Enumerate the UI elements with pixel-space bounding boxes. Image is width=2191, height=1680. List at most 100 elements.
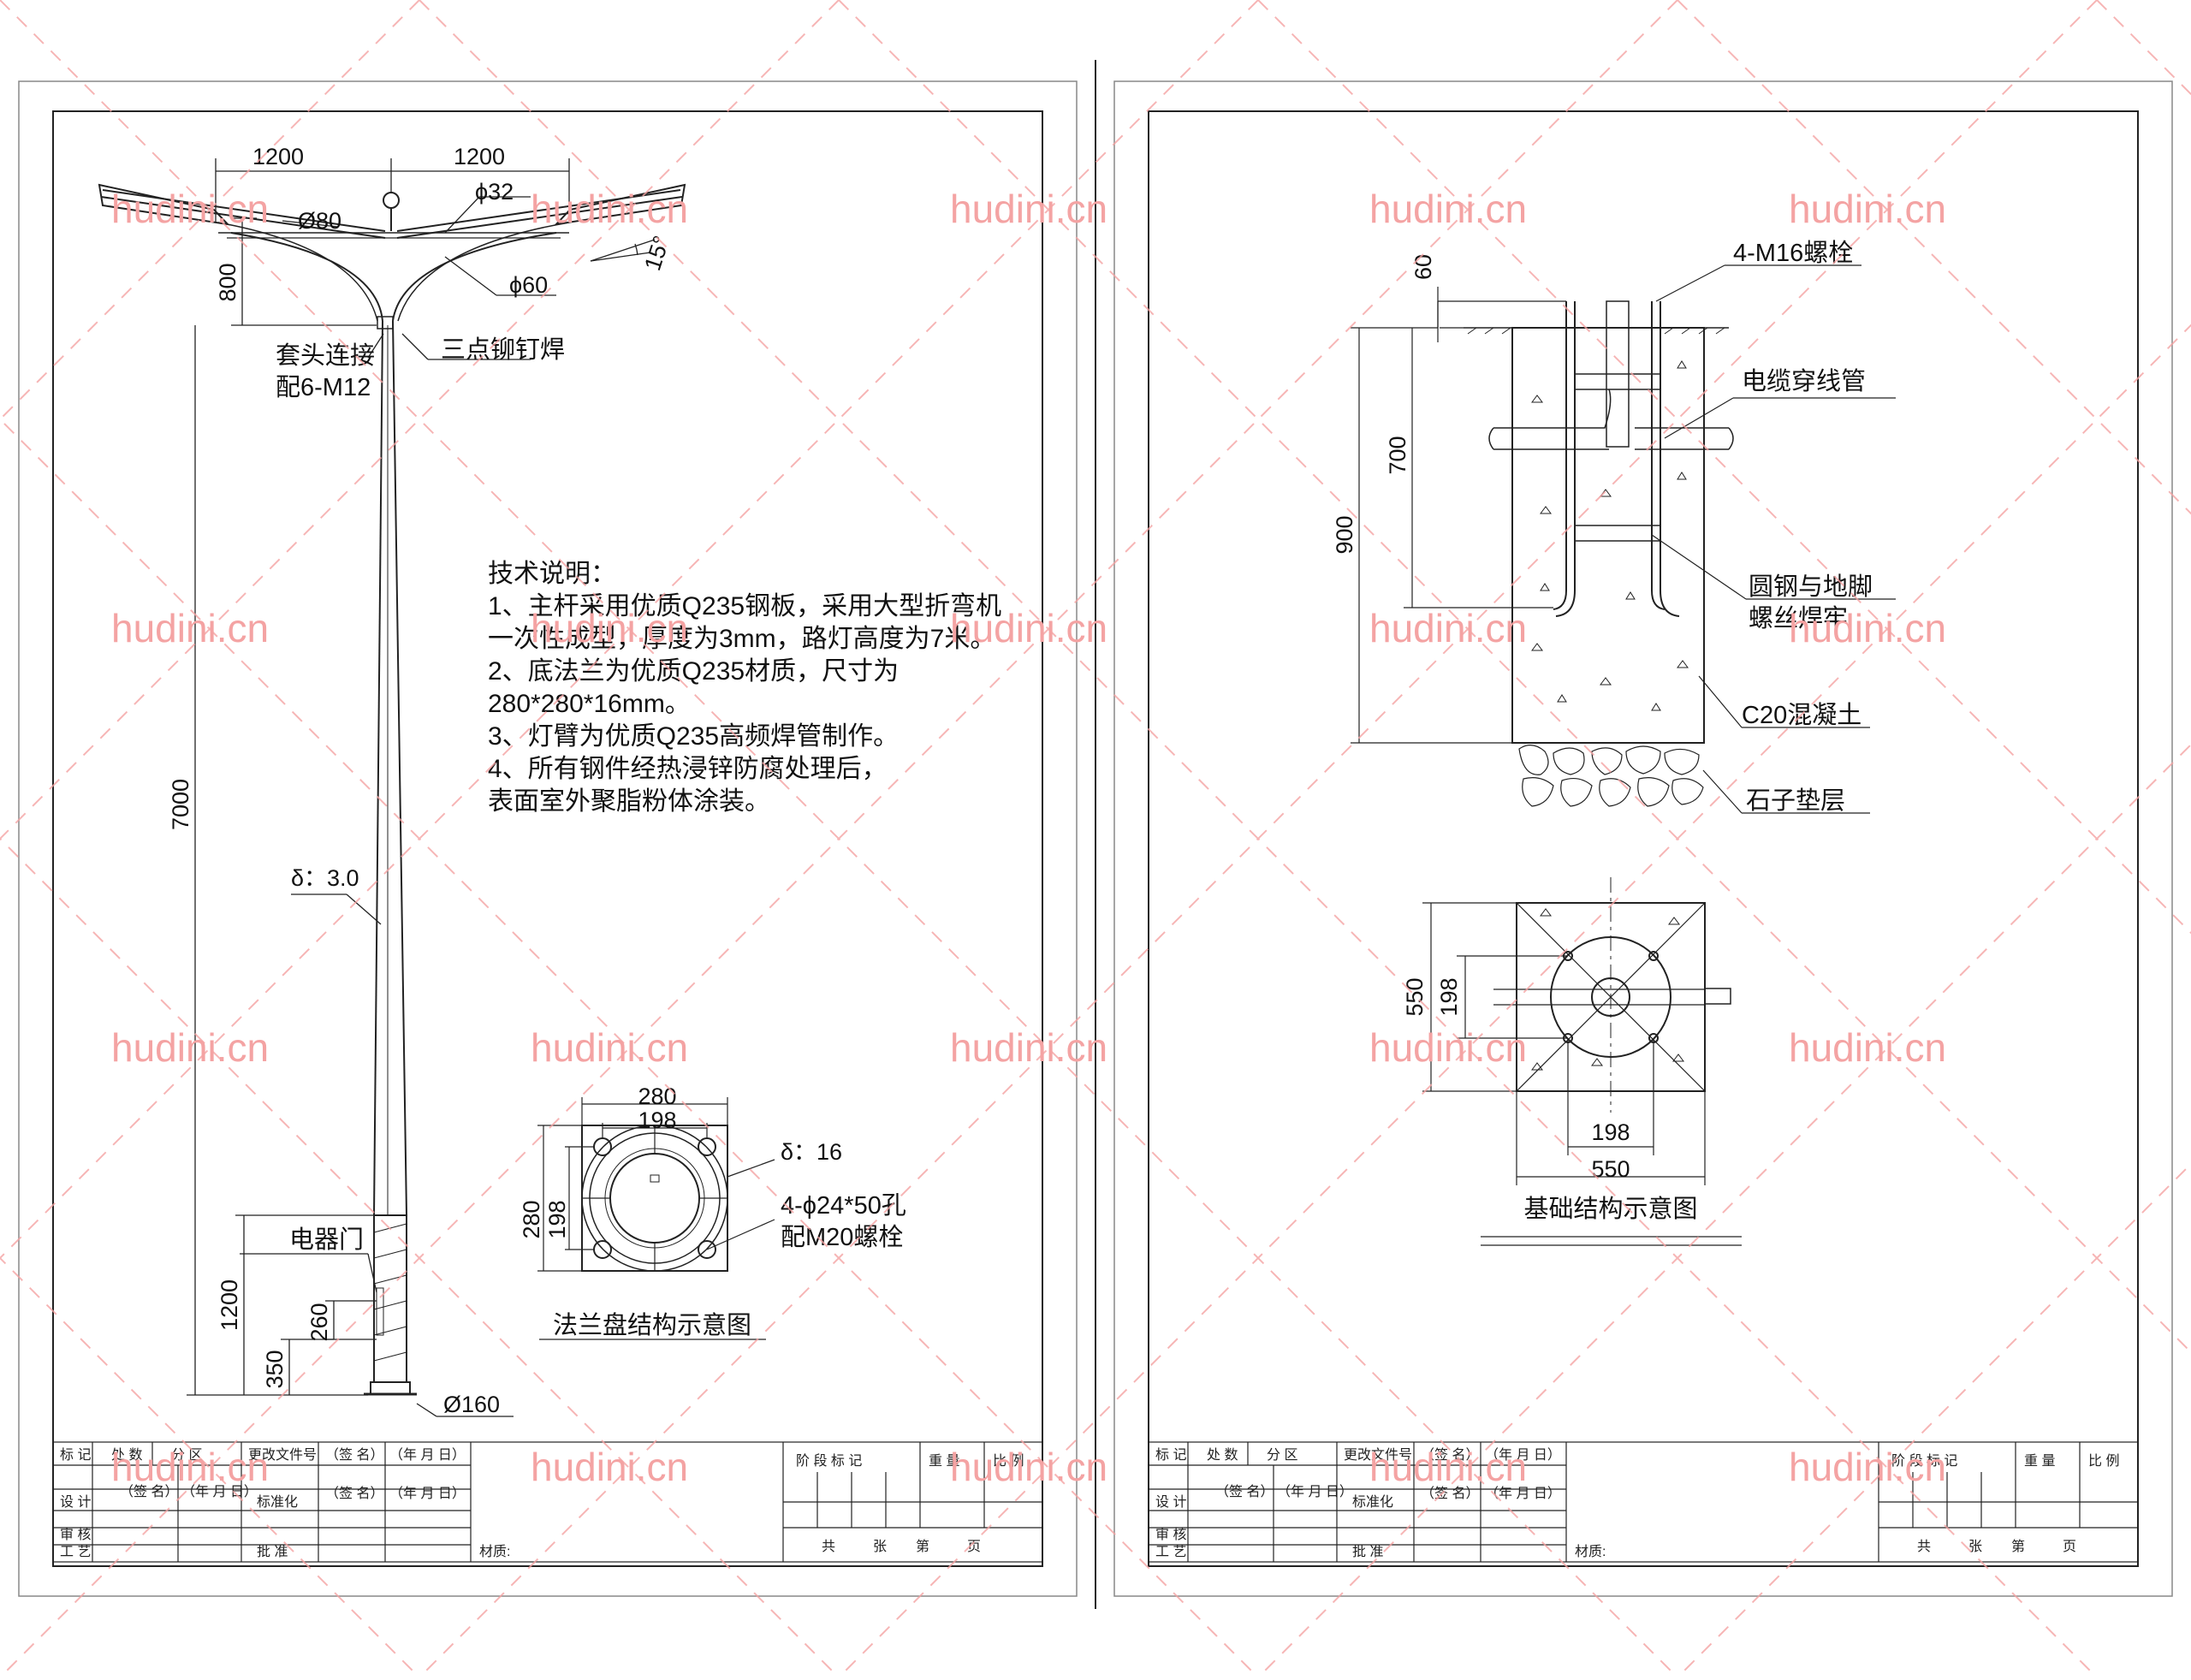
dim-7000: 7000 <box>168 779 193 830</box>
watermark-text: hudini.cn <box>111 1445 269 1489</box>
watermark-text: hudini.cn <box>950 1445 1107 1489</box>
pole-thickness: δ：3.0 <box>291 865 359 891</box>
watermark-text: hudini.cn <box>950 187 1107 231</box>
technical-notes: 技术说明： 1、主杆采用优质Q235钢板，采用大型折弯机 一次性成型，厚度为3m… <box>488 560 1001 816</box>
dia-60-label: ϕ60 <box>509 272 548 298</box>
tb-sheets: 张 <box>1968 1539 1982 1554</box>
tb-count: 处 数 <box>1207 1447 1238 1463</box>
tb-material: 材质: <box>1575 1544 1606 1559</box>
watermark-line <box>1677 0 2191 515</box>
tb-scale: 比 例 <box>993 1453 1024 1469</box>
watermark-line <box>0 0 1677 1677</box>
notes-title: 技术说明： <box>488 560 616 588</box>
watermark-line <box>0 1256 419 1677</box>
note-line-1: 1、主杆采用优质Q235钢板，采用大型折弯机 <box>488 592 1001 620</box>
tb-review: 审 核 <box>1155 1527 1186 1542</box>
tb-stage-mark: 阶 段 标 记 <box>1891 1453 1957 1469</box>
title-block-right-text: 标 记 处 数 分 区 更改文件号 （签 名） （年 月 日） 设 计 （签 名… <box>1155 1447 2119 1559</box>
tb-standard-sign: （签 名） <box>325 1486 383 1501</box>
watermark-texts: hudini.cn hudini.cn hudini.cn hudini.cn hudi… <box>111 187 1946 1489</box>
dim-260: 260 <box>306 1303 332 1341</box>
rivet-label: 三点铆钉焊 <box>441 335 565 364</box>
tb-process: 工 艺 <box>1155 1544 1186 1559</box>
tb-standard: 标准化 <box>1352 1494 1393 1510</box>
watermark-text: hudini.cn <box>531 1025 688 1070</box>
title-block-left-text: 标 记 处 数 分 区 更改文件号 （签 名） （年 月 日） 设 计 （签 名… <box>60 1447 1024 1559</box>
plan-dimensions <box>1422 902 1742 1246</box>
tb-date: （年 月 日） <box>389 1447 466 1463</box>
title-block-right <box>1148 1441 2139 1563</box>
tb-standard: 标准化 <box>257 1494 298 1510</box>
weld-label-2: 螺丝焊牢 <box>1749 604 1848 632</box>
tb-weight: 重 量 <box>2024 1453 2055 1469</box>
tb-approve: 批 准 <box>257 1544 288 1559</box>
dim-700: 700 <box>1385 436 1410 474</box>
tb-total: 共 <box>1917 1539 1931 1554</box>
note-line-6: 4、所有钢件经热浸锌防腐处理后， <box>488 755 888 783</box>
watermark-text: hudini.cn <box>531 606 688 650</box>
watermark-text: hudini.cn <box>531 1445 688 1489</box>
weld-label-1: 圆钢与地脚 <box>1749 573 1873 601</box>
tb-stage-mark: 阶 段 标 记 <box>796 1453 862 1469</box>
flange-plate <box>581 1125 728 1272</box>
dia-160-label: Ø160 <box>443 1392 500 1417</box>
bolts-label: 4-M16螺栓 <box>1733 239 1853 267</box>
watermark-line <box>1678 1162 2191 1677</box>
flange-dim-198-side: 198 <box>544 1200 570 1238</box>
tb-sign: （签 名） <box>1421 1447 1479 1463</box>
tb-design-sign: （签 名） <box>1215 1484 1274 1499</box>
gravel-label: 石子垫层 <box>1746 787 1845 815</box>
tb-zone: 分 区 <box>171 1447 202 1463</box>
door-label: 电器门 <box>289 1226 364 1254</box>
tb-design: 设 计 <box>1155 1494 1186 1510</box>
tb-material: 材质: <box>479 1544 510 1559</box>
tb-total: 共 <box>822 1539 835 1554</box>
note-line-7: 表面室外聚脂粉体涂装。 <box>488 787 770 816</box>
watermark-line <box>1259 743 2191 1677</box>
note-line-3: 2、底法兰为优质Q235材质，尺寸为 <box>488 657 899 686</box>
title-block-left <box>52 1441 1043 1563</box>
tb-page: 页 <box>967 1540 981 1554</box>
watermark-text: hudini.cn <box>1369 1025 1527 1070</box>
dim-arm-left: 1200 <box>252 144 304 169</box>
foundation-section <box>1464 300 1734 807</box>
foundation-labels: 4-M16螺栓 60 电缆穿线管 700 900 圆钢与地脚 螺丝焊牢 C20混… <box>1332 239 1873 815</box>
tb-design-date: （年 月 日） <box>1277 1484 1353 1499</box>
watermark-line <box>419 0 2096 1677</box>
dia-80-label: Ø80 <box>298 208 341 234</box>
tb-mark: 标 记 <box>60 1447 91 1463</box>
flange-dimensions <box>537 1097 775 1340</box>
pole-elevation <box>98 183 686 1396</box>
tb-weight: 重 量 <box>929 1453 959 1469</box>
sleeve-label-1: 套头连接 <box>276 341 375 370</box>
watermark-text: hudini.cn <box>1369 606 1527 650</box>
dim-900: 900 <box>1332 515 1357 554</box>
watermark-line <box>420 0 2098 1677</box>
tb-standard-sign: （签 名） <box>1421 1486 1479 1501</box>
watermark-text: hudini.cn <box>1789 606 1946 650</box>
flange-labels: 280 198 280 198 δ：16 4-ϕ24*50孔 配M20螺栓 法兰… <box>519 1083 906 1339</box>
sheet-frames <box>18 60 2173 1609</box>
plan-dim-550-side: 550 <box>1402 977 1428 1016</box>
watermark-text: hudini.cn <box>1789 1025 1946 1070</box>
plan-labels: 550 198 198 550 基础结构示意图 <box>1402 977 1698 1223</box>
tb-no: 第 <box>916 1539 929 1554</box>
tb-standard-date: （年 月 日） <box>389 1486 466 1501</box>
tb-date: （年 月 日） <box>1485 1447 1561 1463</box>
watermark-text: hudini.cn <box>111 606 269 650</box>
plan-dim-198-side: 198 <box>1436 977 1462 1016</box>
dim-arm-right: 1200 <box>454 144 505 169</box>
flange-dim-280-top: 280 <box>638 1083 676 1109</box>
tb-mark: 标 记 <box>1155 1447 1186 1463</box>
watermark-line <box>1 0 1678 1677</box>
watermark-text: hudini.cn <box>1369 1445 1527 1489</box>
watermark-line <box>0 0 420 421</box>
watermark-line <box>838 0 2191 1354</box>
watermark-line <box>2096 0 2191 96</box>
watermark-line <box>0 0 1259 1260</box>
note-line-4: 280*280*16mm。 <box>488 690 691 718</box>
watermark-line <box>0 0 840 840</box>
flange-holes-2: 配M20螺栓 <box>781 1223 903 1251</box>
